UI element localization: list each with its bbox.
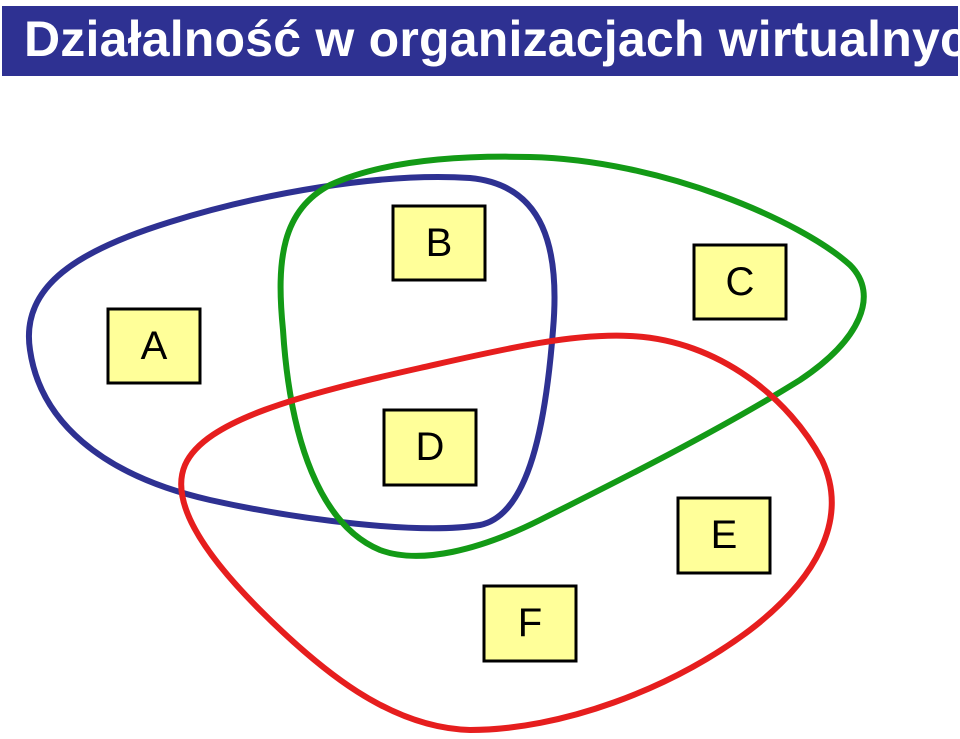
box-b: B <box>391 204 487 282</box>
box-f-label: F <box>518 601 542 645</box>
box-b-label: B <box>426 221 453 265</box>
box-e: E <box>676 496 772 575</box>
box-f: F <box>482 584 578 663</box>
page-title: Działalność w organizacjach wirtualnych <box>24 11 960 67</box>
box-a: A <box>106 307 202 385</box>
box-d: D <box>382 408 478 487</box>
box-d-label: D <box>416 425 445 469</box>
box-e-label: E <box>711 513 738 557</box>
box-c-label: C <box>726 260 755 304</box>
title-bar: Działalność w organizacjach wirtualnych <box>2 6 960 76</box>
green-group-outline <box>277 153 867 559</box>
red-group-outline <box>178 332 835 734</box>
box-c: C <box>692 243 788 321</box>
box-a-label: A <box>141 324 168 368</box>
